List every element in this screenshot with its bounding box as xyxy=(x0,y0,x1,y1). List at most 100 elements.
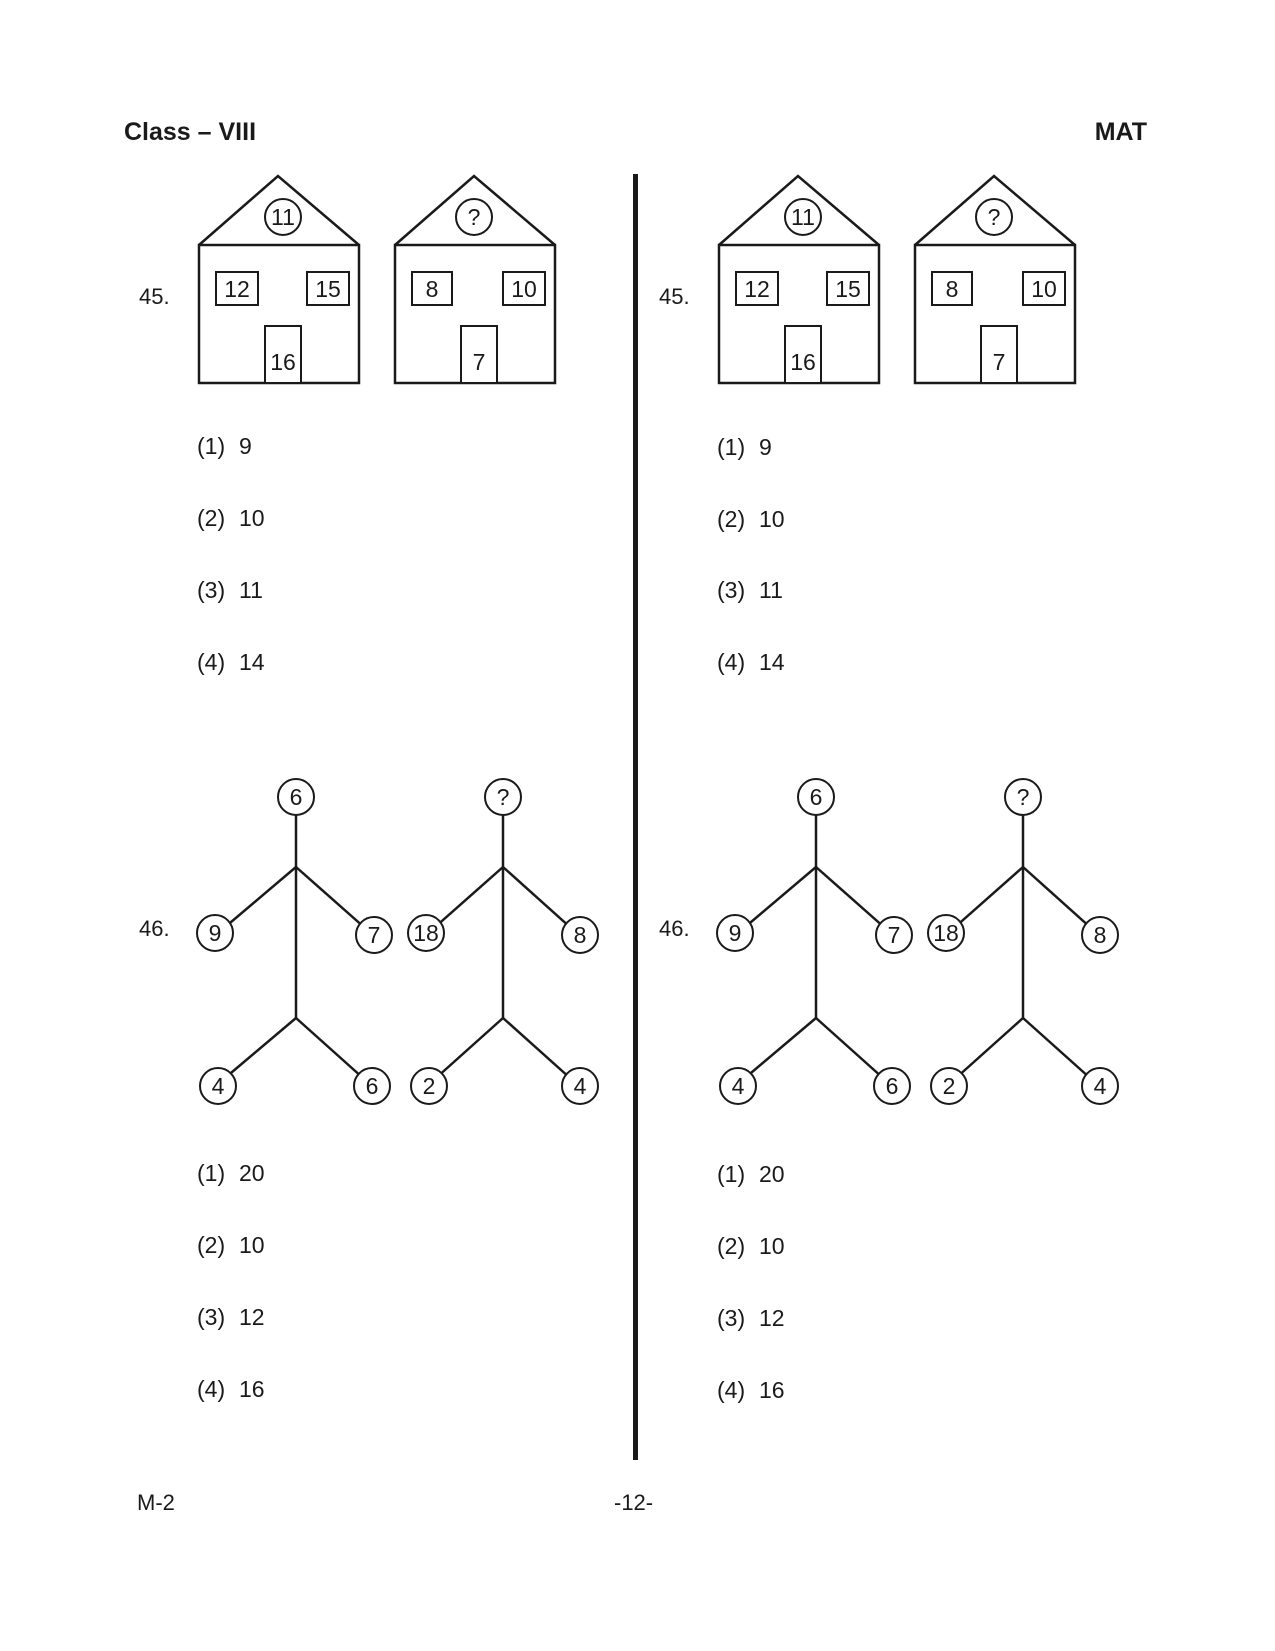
house-2-roof-number: ? xyxy=(988,204,1001,230)
option-number: (3) xyxy=(717,577,746,603)
figure-right-arm xyxy=(502,866,572,929)
figure-node-circle xyxy=(875,916,913,954)
option-value: 10 xyxy=(759,506,785,532)
house-2-roof-number: ? xyxy=(468,204,481,230)
figure-1-right-leg-number: 6 xyxy=(366,1073,379,1099)
house-2-left-window-number: 8 xyxy=(946,276,959,302)
q46-option-3[interactable]: (3)12 xyxy=(197,1304,265,1331)
q45-option-2[interactable]: (2)10 xyxy=(197,505,265,532)
option-number: (2) xyxy=(717,506,746,532)
house-1-door-number: 16 xyxy=(270,349,296,375)
q46-option-4[interactable]: (4) 16 xyxy=(717,1377,785,1404)
option-number: (2) xyxy=(197,505,226,531)
option-value: 14 xyxy=(759,649,785,675)
figure-node-circle xyxy=(716,914,754,952)
figure-2-right-arm-number: 8 xyxy=(1094,922,1107,948)
figure-head-circle xyxy=(484,778,522,816)
q45-option-4[interactable]: (4) 14 xyxy=(717,649,785,676)
figure-1-left-arm-number: 9 xyxy=(209,920,222,946)
figure-node-circle xyxy=(1081,916,1119,954)
house-1: 11 12 15 16 xyxy=(197,174,361,385)
figure-1-head-number: 6 xyxy=(290,784,303,810)
figure-1-left-leg-number: 4 xyxy=(212,1073,225,1099)
figure-node-circle xyxy=(353,1067,391,1105)
figure-right-leg xyxy=(502,1017,571,1079)
roof-circle xyxy=(455,198,493,236)
q45-option-1[interactable]: (1)9 xyxy=(717,434,772,461)
figure-left-arm xyxy=(433,866,504,929)
figure-1-left-leg-number: 4 xyxy=(732,1073,745,1099)
figure-right-leg xyxy=(1022,1017,1091,1079)
stick-figure-2: ? 18 8 2 4 xyxy=(927,778,1119,1105)
figure-node-circle xyxy=(407,914,445,952)
option-number: (4) xyxy=(717,1377,746,1403)
figure-right-arm xyxy=(295,866,366,929)
house-1-roof-number: 11 xyxy=(271,204,295,230)
option-number: (1) xyxy=(197,433,226,459)
option-value: 12 xyxy=(239,1304,265,1330)
q46-option-4[interactable]: (4) 16 xyxy=(197,1376,265,1403)
house-2-door-number: 7 xyxy=(473,349,486,375)
figure-2-left-arm-number: 18 xyxy=(933,920,959,946)
figure-2-head-number: ? xyxy=(497,784,510,810)
figure-left-leg xyxy=(955,1017,1024,1079)
figure-2-right-arm-number: 8 xyxy=(574,922,587,948)
house-1-left-window-number: 12 xyxy=(224,276,250,302)
door-box xyxy=(264,325,302,384)
figure-node-circle xyxy=(199,1067,237,1105)
figure-node-circle xyxy=(561,916,599,954)
stick-figure-1: 6 9 7 4 6 xyxy=(716,778,913,1105)
house-2-right-window-number: 10 xyxy=(1031,276,1057,302)
option-number: (4) xyxy=(717,649,746,675)
page-number: -12- xyxy=(614,1490,654,1515)
window-box xyxy=(1022,271,1066,306)
option-number: (4) xyxy=(197,1376,226,1402)
option-value: 20 xyxy=(239,1160,265,1186)
house-roof xyxy=(394,174,556,246)
house-roof xyxy=(914,174,1076,246)
figure-node-circle xyxy=(1081,1067,1119,1105)
question-46-number: 46. xyxy=(139,916,170,941)
question-45-number: 45. xyxy=(659,284,690,309)
q45-option-4[interactable]: (4)14 xyxy=(197,649,265,676)
question-46-figures: 6 9 7 4 6 ? 18 8 2 4 xyxy=(196,778,599,1105)
option-number: (2) xyxy=(717,1233,746,1259)
figure-2-left-arm-number: 18 xyxy=(413,920,439,946)
door-box xyxy=(980,325,1018,384)
roof-circle xyxy=(264,198,302,236)
window-box xyxy=(215,271,259,306)
roof-circle xyxy=(784,198,822,236)
option-value: 16 xyxy=(759,1377,785,1403)
q45-option-2[interactable]: (2) 10 xyxy=(717,506,785,533)
option-value: 9 xyxy=(239,433,252,459)
q46-option-2[interactable]: (2) 10 xyxy=(717,1233,785,1260)
option-number: (1) xyxy=(717,434,746,460)
q45-option-3[interactable]: (3) 11 xyxy=(717,577,783,604)
option-value: 11 xyxy=(239,577,263,603)
figure-2-head-number: ? xyxy=(1017,784,1030,810)
q46-option-2[interactable]: (2)10 xyxy=(197,1232,265,1259)
option-number: (1) xyxy=(197,1160,226,1186)
option-value: 16 xyxy=(239,1376,265,1402)
figure-2-left-leg-number: 2 xyxy=(423,1073,436,1099)
option-value: 11 xyxy=(759,577,783,603)
window-box xyxy=(411,271,453,306)
figure-head-circle xyxy=(277,778,315,816)
q45-option-1[interactable]: (1) 9 xyxy=(197,433,252,460)
figure-right-arm xyxy=(1022,866,1092,929)
question-46-figures: 6 9 7 4 6 ? 18 8 2 4 xyxy=(716,778,1119,1105)
option-number: (2) xyxy=(197,1232,226,1258)
figure-head-circle xyxy=(797,778,835,816)
q46-option-1[interactable]: (1) 20 xyxy=(197,1160,265,1187)
q46-option-3[interactable]: (3)12 xyxy=(717,1305,785,1332)
option-value: 10 xyxy=(759,1233,785,1259)
q45-option-3[interactable]: (3)11 xyxy=(197,577,263,604)
house-1-right-window-number: 15 xyxy=(315,276,341,302)
q46-option-1[interactable]: (1)20 xyxy=(717,1161,785,1188)
question-45-houses: 11 12 15 16 ? 8 10 7 xyxy=(197,174,557,385)
figure-left-arm xyxy=(743,866,817,929)
door-box xyxy=(784,325,822,384)
roof-circle xyxy=(975,198,1013,236)
option-number: (3) xyxy=(717,1305,746,1331)
question-46-number: 46. xyxy=(659,916,690,941)
